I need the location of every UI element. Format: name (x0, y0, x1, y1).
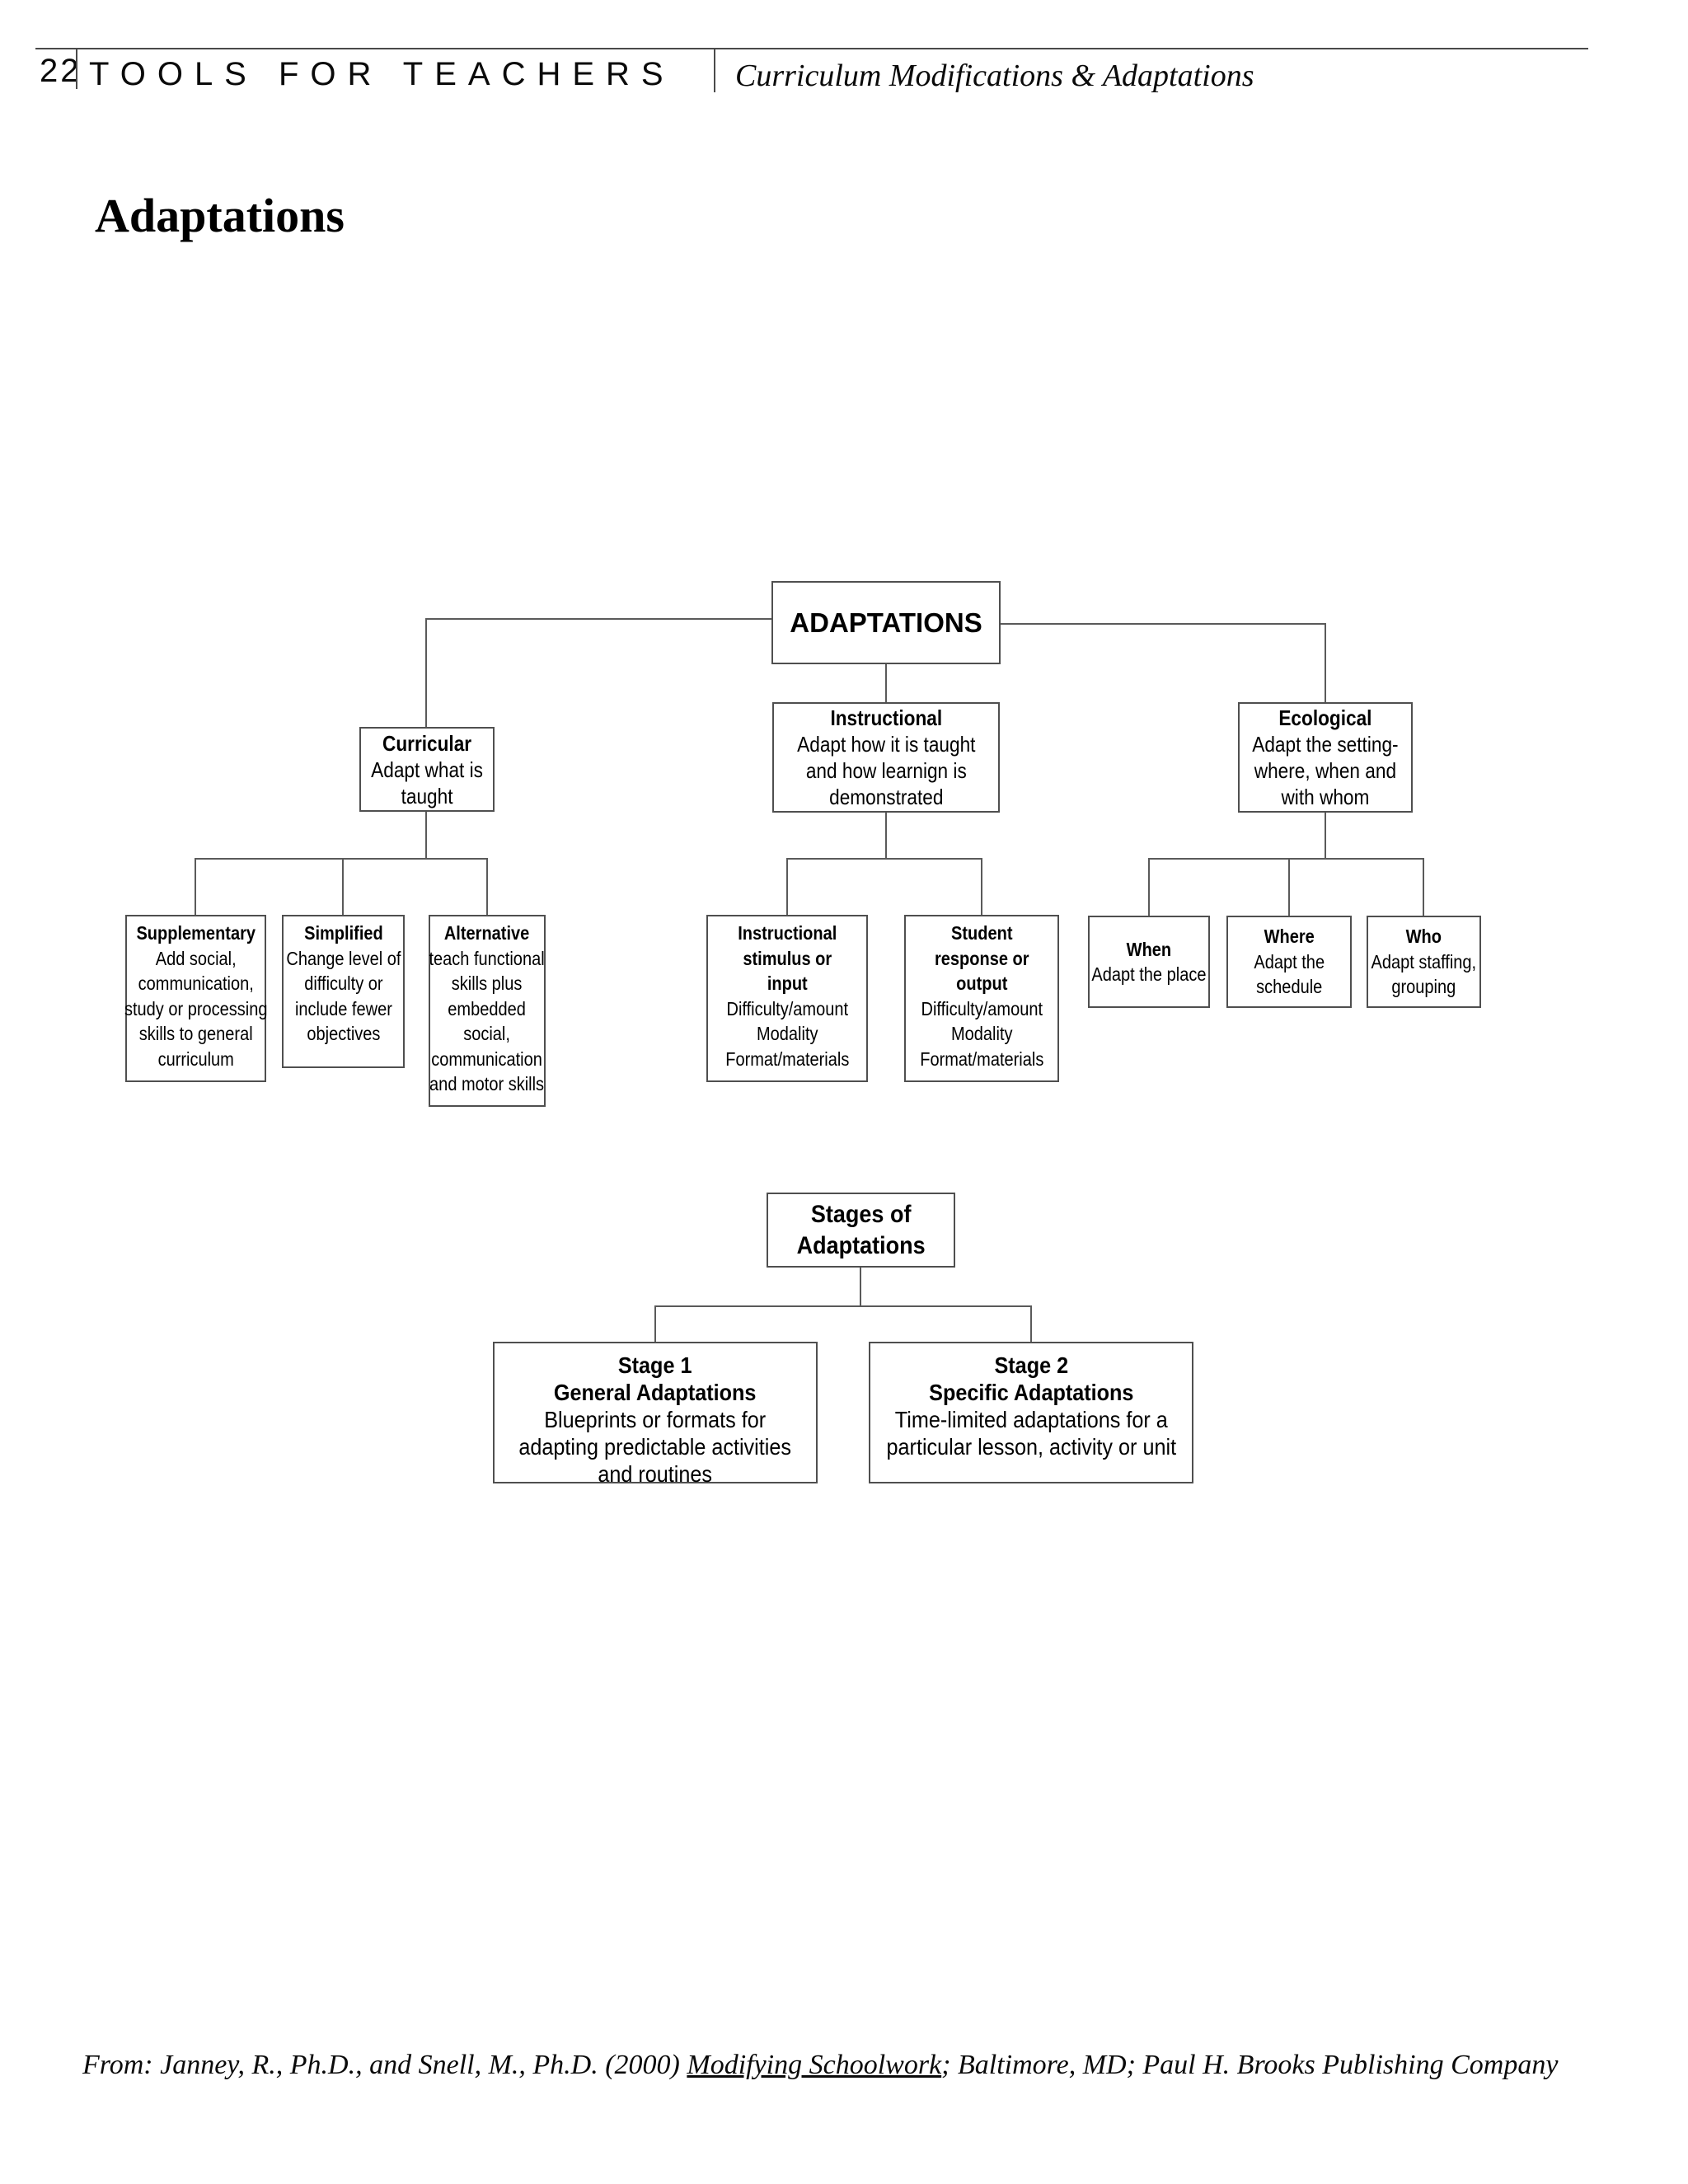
node-stage-1: Stage 1 General Adaptations Blueprints o… (493, 1342, 818, 1487)
connector-line (1030, 1305, 1032, 1342)
connector-line (654, 1305, 656, 1342)
node-title: Stages of Adaptations (796, 1200, 926, 1259)
connector-line (1325, 623, 1326, 702)
node-alternative: Alternative teach functional skills plus… (429, 915, 546, 1107)
connector-line (860, 1268, 861, 1305)
stage-name: Specific Adaptations (928, 1380, 1134, 1405)
connector-line (786, 858, 788, 915)
chapter-title: Curriculum Modifications & Adaptations (735, 59, 1254, 93)
node-title: ADAPTATIONS (790, 607, 982, 638)
node-title: Instructional stimulus or input (737, 922, 837, 994)
connector-line (486, 858, 488, 915)
page-title: Adaptations (95, 189, 345, 242)
node-body: Adapt what is taught (371, 757, 483, 808)
node-curricular: Curricular Adapt what is taught (359, 727, 495, 812)
connector-line (195, 858, 196, 915)
node-body: Adapt the place (1091, 963, 1207, 985)
node-title: Instructional (830, 705, 942, 730)
node-student-response: Student response or output Difficulty/am… (904, 915, 1059, 1082)
connector-line (786, 858, 982, 860)
node-when: When Adapt the place (1088, 916, 1210, 1008)
connector-line (885, 664, 887, 702)
connector-line (1288, 858, 1290, 916)
node-body: Adapt the schedule (1254, 950, 1325, 998)
node-title: Student response or output (934, 922, 1029, 994)
node-body: Change level of difficulty or include fe… (285, 947, 401, 1045)
node-where: Where Adapt the schedule (1226, 916, 1352, 1008)
connector-line (1325, 813, 1326, 858)
stage-body: Time-limited adaptations for a particula… (886, 1407, 1176, 1460)
stage-label: Stage 2 (994, 1352, 1068, 1378)
node-ecological: Ecological Adapt the setting- where, whe… (1238, 702, 1413, 813)
node-body: Difficulty/amount Modality Format/materi… (919, 997, 1044, 1070)
connector-line (426, 618, 771, 620)
node-title: Where (1264, 926, 1315, 948)
node-title: Ecological (1278, 705, 1372, 730)
node-body: Adapt staffing, grouping (1371, 950, 1477, 998)
connector-line (195, 858, 488, 860)
citation-prefix: From: Janney, R., Ph.D., and Snell, M., … (82, 2050, 687, 2080)
stage-label: Stage 1 (618, 1352, 692, 1378)
node-title: Simplified (303, 922, 383, 944)
node-title: Supplementary (136, 922, 256, 944)
node-instructional-stimulus: Instructional stimulus or input Difficul… (706, 915, 868, 1082)
node-instructional: Instructional Adapt how it is taught and… (772, 702, 1000, 813)
connector-line (654, 1305, 1032, 1307)
node-simplified: Simplified Change level of difficulty or… (282, 915, 405, 1068)
node-supplementary: Supplementary Add social, communication,… (124, 915, 268, 1082)
node-title: When (1126, 938, 1172, 960)
node-stages-root: Stages of Adaptations (767, 1193, 955, 1268)
citation-book-title: Modifying Schoolwork (687, 2050, 942, 2080)
node-body: teach functional skills plus embedded so… (429, 947, 546, 1095)
node-stage-2: Stage 2 Specific Adaptations Time-limite… (869, 1342, 1193, 1483)
citation: From: Janney, R., Ph.D., and Snell, M., … (82, 2050, 1558, 2081)
connector-line (1423, 858, 1424, 916)
connector-line (425, 812, 427, 858)
node-adaptations-root: ADAPTATIONS (771, 581, 1001, 664)
node-title: Who (1405, 926, 1442, 948)
header-rule (35, 48, 1588, 49)
node-body: Adapt how it is taught and how learnign … (796, 732, 976, 809)
connector-line (425, 618, 427, 727)
connector-line (1148, 858, 1424, 860)
node-who: Who Adapt staffing, grouping (1367, 916, 1481, 1008)
node-title: Alternative (444, 922, 530, 944)
node-body: Add social, communication, study or proc… (124, 947, 268, 1070)
node-title: Curricular (382, 730, 472, 756)
connector-line (1148, 858, 1150, 916)
citation-suffix: ; Baltimore, MD; Paul H. Brooks Publishi… (941, 2050, 1559, 2080)
header-divider (714, 49, 715, 92)
stage-body: Blueprints or formats for adapting predi… (518, 1407, 792, 1487)
header-divider (76, 49, 77, 89)
connector-line (981, 858, 982, 915)
book-title: TOOLS FOR TEACHERS (89, 56, 675, 92)
connector-line (1001, 623, 1325, 625)
stage-name: General Adaptations (554, 1380, 757, 1405)
page-number: 22 (40, 53, 82, 89)
connector-line (885, 813, 887, 858)
node-body: Difficulty/amount Modality Format/materi… (724, 997, 850, 1070)
connector-line (342, 858, 344, 915)
node-body: Adapt the setting- where, when and with … (1252, 732, 1399, 809)
